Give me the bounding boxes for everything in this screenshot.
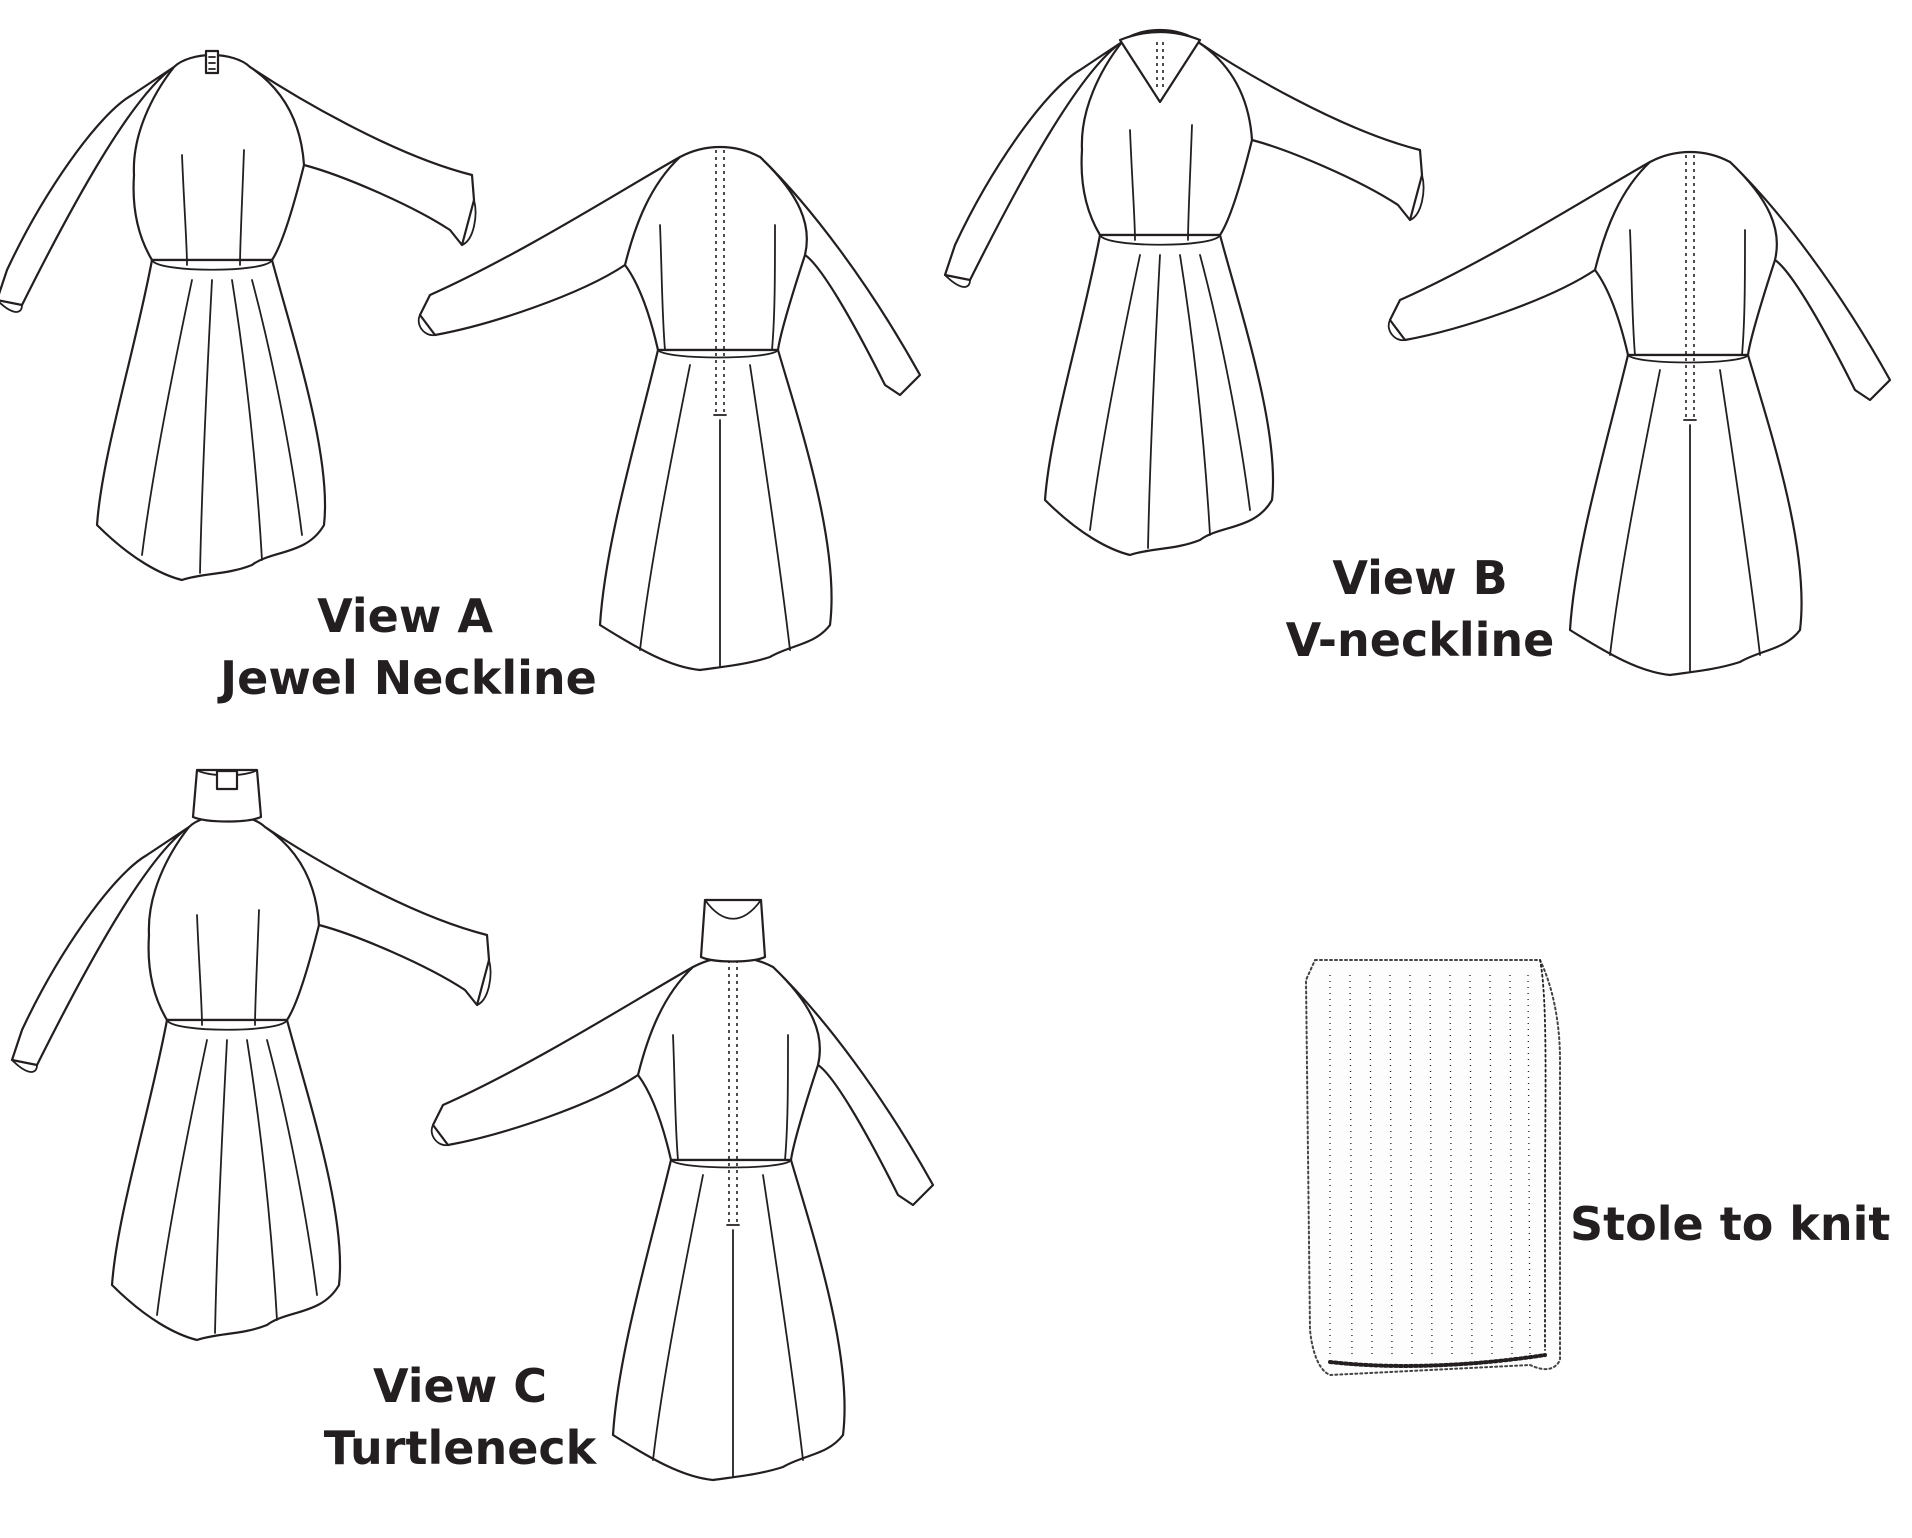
view-b-label: View B V-neckline: [1270, 547, 1570, 671]
view-b-front-dress: [943, 28, 1425, 557]
view-b-subtitle: V-neckline: [1285, 613, 1555, 667]
view-a-front-dress: [0, 49, 477, 582]
stole-illustration: [1305, 959, 1561, 1376]
view-c-back-dress: [430, 898, 935, 1482]
view-a-label: View A Jewel Neckline: [220, 585, 597, 709]
view-c-title: View C: [372, 1359, 548, 1413]
view-a-subtitle: Jewel Neckline: [220, 651, 597, 705]
view-c-label: View C Turtleneck: [300, 1355, 620, 1479]
stole-label: Stole to knit: [1570, 1197, 1891, 1251]
view-b-title: View B: [1332, 551, 1508, 605]
view-a-title: View A: [317, 589, 493, 643]
view-c-subtitle: Turtleneck: [323, 1421, 597, 1475]
view-c-front-dress: [10, 768, 492, 1342]
